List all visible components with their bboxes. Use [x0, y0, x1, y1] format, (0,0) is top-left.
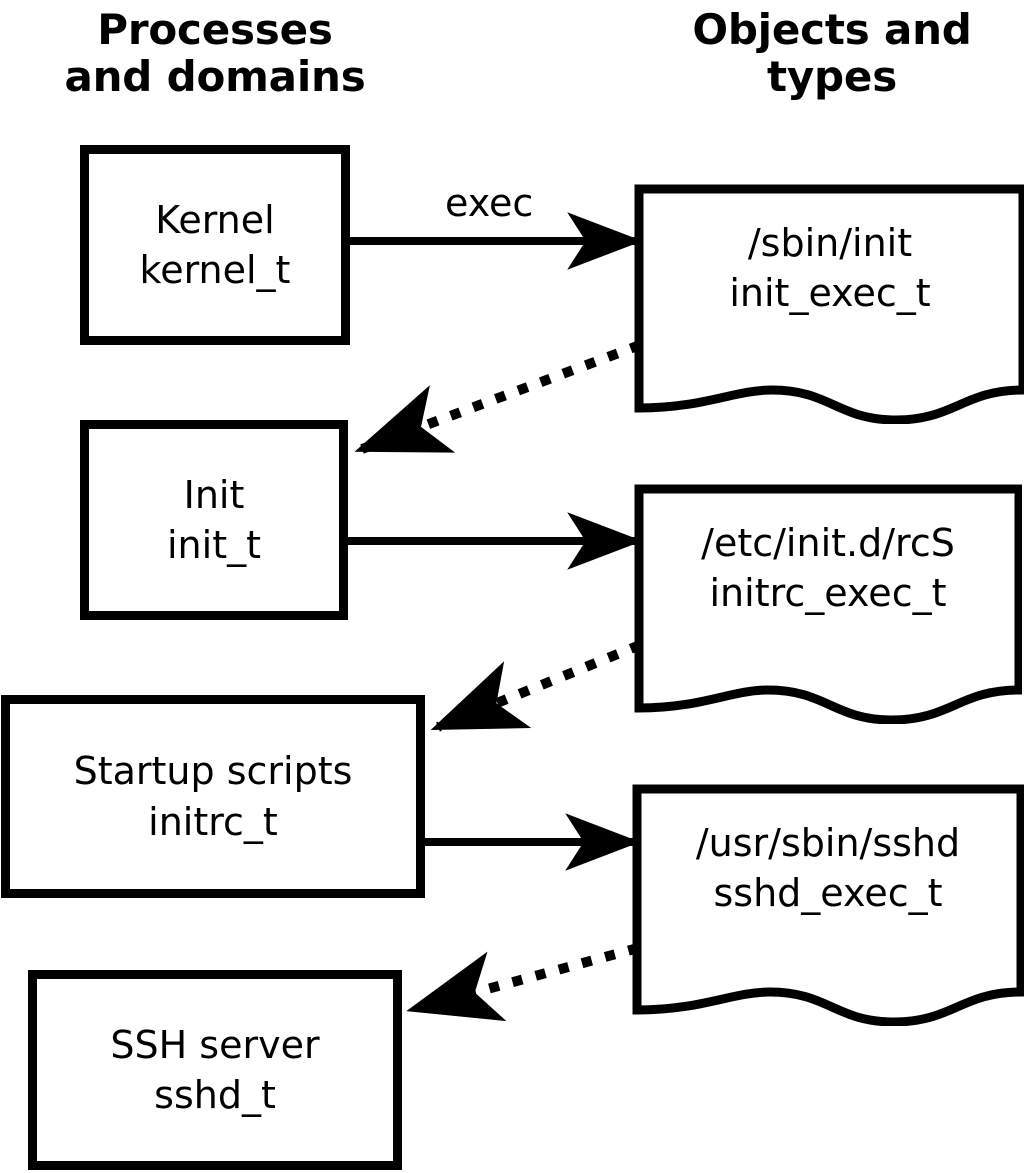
document-shape-icon — [634, 484, 1022, 724]
edge-init-exec-to-init — [354, 340, 642, 454]
process-type: initrc_t — [148, 799, 278, 844]
process-name: SSH server — [110, 1022, 320, 1067]
object-type: initrc_exec_t — [709, 571, 947, 616]
object-path: /usr/sbin/sshd — [695, 821, 961, 865]
process-box-init[interactable]: Init init_t — [80, 420, 348, 620]
object-doc-sbin-init[interactable]: /sbin/init init_exec_t — [634, 184, 1024, 424]
process-box-startup-scripts[interactable]: Startup scripts initrc_t — [1, 695, 425, 898]
process-name: Kernel — [155, 197, 275, 242]
column-header-processes: Processes and domains — [64, 5, 366, 102]
object-path: /sbin/init — [747, 221, 913, 265]
edge-sshd-exec-to-sshd — [406, 943, 640, 1022]
process-type: init_t — [167, 523, 261, 567]
document-shape-icon — [632, 784, 1024, 1026]
process-name: Init — [183, 472, 245, 517]
process-box-kernel[interactable]: Kernel kernel_t — [80, 145, 350, 345]
object-path: /etc/init.d/rcS — [701, 521, 955, 565]
object-doc-usr-sbin-sshd[interactable]: /usr/sbin/sshd sshd_exec_t — [632, 784, 1024, 1026]
process-type: kernel_t — [139, 248, 291, 292]
edge-initrc-exec-to-initrc — [430, 640, 642, 732]
process-box-ssh-server[interactable]: SSH server sshd_t — [28, 970, 402, 1170]
edge-label-exec: exec — [445, 181, 534, 225]
object-type: sshd_exec_t — [713, 871, 943, 916]
object-type: init_exec_t — [729, 271, 931, 316]
process-type: sshd_t — [154, 1073, 276, 1117]
process-name: Startup scripts — [73, 749, 353, 794]
object-doc-etc-initd-rcs[interactable]: /etc/init.d/rcS initrc_exec_t — [634, 484, 1022, 724]
column-header-objects: Objects and types — [692, 5, 972, 102]
document-shape-icon — [634, 184, 1024, 424]
